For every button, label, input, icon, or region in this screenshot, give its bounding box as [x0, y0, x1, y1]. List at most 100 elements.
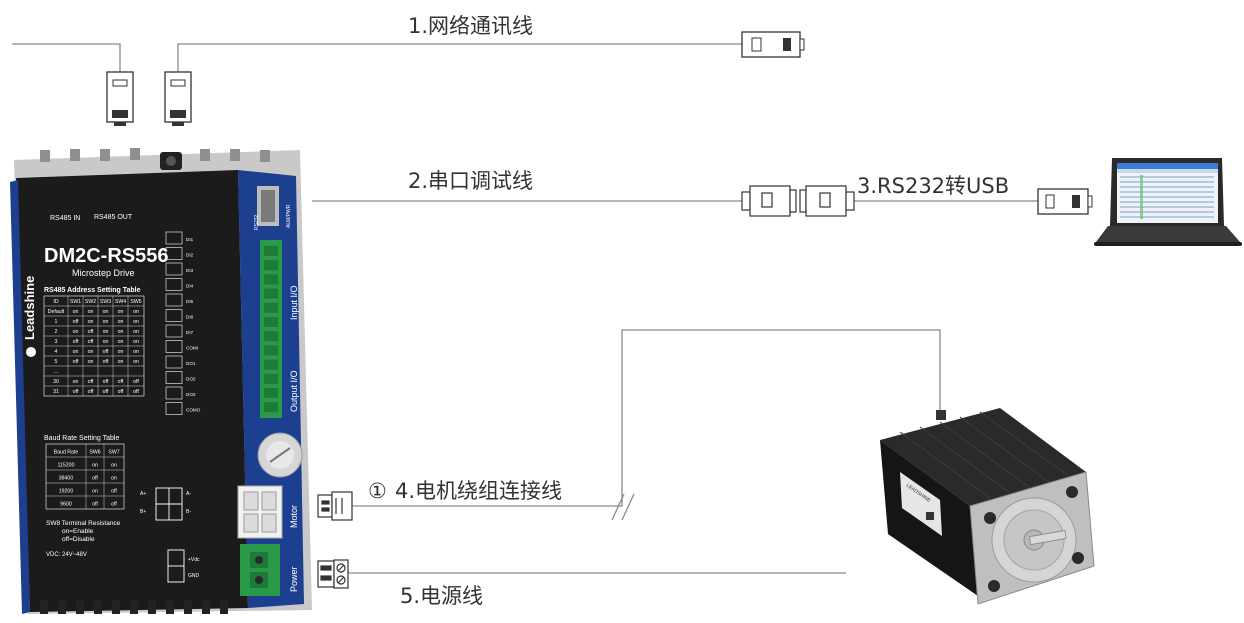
address-table-cell-0-4: SW4 — [115, 299, 126, 305]
address-table-cell-6-4: on — [118, 359, 124, 365]
io-screw-slot-6 — [264, 331, 278, 342]
address-table-cell-5-2: on — [88, 349, 94, 355]
cable-label-5: 5.电源线 — [400, 584, 483, 608]
address-table-cell-3-1: on — [73, 329, 79, 335]
pin-frame-2 — [165, 262, 183, 276]
motor-cable-break-2 — [621, 493, 635, 521]
pin-frame-5 — [165, 309, 183, 322]
pin-frame-7 — [165, 340, 183, 353]
address-table-cell-9-2: off — [88, 389, 94, 395]
address-table-cell-3-2: off — [88, 329, 94, 335]
laptop-icon — [1094, 158, 1242, 246]
io-screw-slot-2 — [264, 274, 278, 285]
address-table-cell-8-5: off — [133, 379, 139, 385]
power-pin-schematic — [167, 549, 185, 583]
address-table-cell-0-3: SW3 — [100, 299, 111, 305]
baud-table-cell-1-2: on — [111, 462, 117, 468]
power-pin-vdc: +Vdc — [188, 557, 200, 563]
address-table-cell-2-2: on — [88, 319, 94, 325]
stepper-motor: LEADSHINE — [880, 408, 1095, 605]
address-table-cell-2-3: on — [103, 319, 109, 325]
pin-label-di6: DI6 — [186, 315, 194, 320]
pin-frame-1 — [165, 247, 183, 260]
address-table-cell-1-5: on — [133, 309, 139, 315]
pin-label-do2: DO2 — [186, 377, 196, 382]
address-table-cell-1-3: on — [103, 309, 109, 315]
pin-frame-10 — [165, 386, 183, 400]
address-table-cell-3-4: on — [118, 329, 124, 335]
motor-pin-b-minus: B- — [186, 509, 191, 515]
motor-pin-schematic — [155, 487, 183, 521]
baud-table-cell-0-2: SW7 — [108, 449, 119, 455]
pin-frame-4 — [165, 293, 183, 307]
baud-table-cell-0-1: SW6 — [89, 449, 100, 455]
address-table-cell-2-1: off — [73, 319, 79, 325]
db9-connector-1 — [741, 185, 797, 217]
drive-brand: Leadshine — [22, 276, 37, 340]
baud-table-cell-2-2: on — [111, 475, 117, 481]
address-table-cell-3-0: 2 — [55, 329, 58, 335]
io-terminal-screws — [264, 246, 278, 413]
pin-frame-0 — [165, 231, 183, 245]
address-table-cell-5-4: on — [118, 349, 124, 355]
cable-label-4-marker: ① — [368, 479, 387, 503]
pin-label-do1: DO1 — [186, 361, 196, 366]
pin-frame-6 — [165, 324, 183, 338]
address-table-cell-5-0: 4 — [55, 349, 58, 355]
baud-table-cell-3-0: 19200 — [59, 488, 74, 494]
output-io-label: Output I/O — [289, 370, 299, 412]
baud-table-cell-0-0: Baud Rate — [54, 449, 79, 455]
motor-cable-break-1 — [611, 493, 625, 521]
address-table-cell-0-5: SW5 — [130, 299, 141, 305]
alm-pwr-label: ALM/PWR — [286, 204, 292, 228]
address-table-cell-4-4: on — [118, 339, 124, 345]
address-table-cell-2-0: 1 — [55, 319, 58, 325]
baud-table-cell-3-1: on — [92, 488, 98, 494]
pin-label-comi: COMI — [186, 346, 198, 351]
address-table-cell-5-3: off — [103, 349, 109, 355]
vdc-label: VDC: 24V~48V — [46, 552, 87, 558]
io-screw-slot-11 — [264, 402, 278, 413]
io-screw-slot-3 — [264, 288, 278, 299]
io-screw-slot-0 — [264, 246, 278, 256]
rj45-connector-1 — [106, 71, 134, 126]
pin-frame-11 — [165, 402, 183, 415]
address-table-cell-8-4: off — [118, 379, 124, 385]
pin-frame-3 — [165, 278, 183, 291]
motor-pin-a-minus: A- — [186, 491, 191, 497]
pin-label-como: COMO — [186, 408, 201, 413]
rs485-in-label: RS485 IN — [50, 215, 80, 222]
pin-label-di5: DI5 — [186, 299, 194, 304]
baud-table-cell-1-1: on — [92, 462, 98, 468]
baud-table-cell-3-2: off — [111, 488, 117, 494]
power-port-label: Power — [289, 566, 299, 592]
address-table-cell-7-0: ... — [54, 369, 58, 375]
address-table-cell-6-5: on — [133, 359, 139, 365]
address-table-cell-4-3: on — [103, 339, 109, 345]
rs232-port-label: RS232 — [254, 214, 260, 230]
address-table-cell-6-1: off — [73, 359, 79, 365]
io-screw-slot-7 — [264, 345, 278, 356]
io-screw-slot-8 — [264, 359, 278, 370]
motor-plug-icon — [317, 491, 353, 521]
baud-table-title: Baud Rate Setting Table — [44, 435, 119, 442]
address-table-cell-1-2: on — [88, 309, 94, 315]
pin-label-do3: DO3 — [186, 392, 196, 397]
address-table-cell-4-0: 3 — [55, 339, 58, 345]
usb-plug-icon — [741, 31, 805, 58]
cable-label-1: 1.网络通讯线 — [408, 14, 533, 38]
address-table-cell-6-2: on — [88, 359, 94, 365]
motor-shaft — [1028, 530, 1067, 546]
sw8-line-3: off=Disable — [62, 536, 95, 543]
address-table-cell-6-0: 5 — [55, 359, 58, 365]
address-table-cell-6-3: off — [103, 359, 109, 365]
drive-subtitle: Microstep Drive — [72, 268, 135, 278]
address-table-cell-4-2: off — [88, 339, 94, 345]
io-screw-slot-1 — [264, 260, 278, 271]
sw8-line-2: on=Enable — [62, 528, 94, 535]
input-io-label: Input I/O — [289, 285, 299, 320]
address-table-cell-9-3: off — [103, 389, 109, 395]
pin-label-di1: DI1 — [186, 237, 194, 242]
